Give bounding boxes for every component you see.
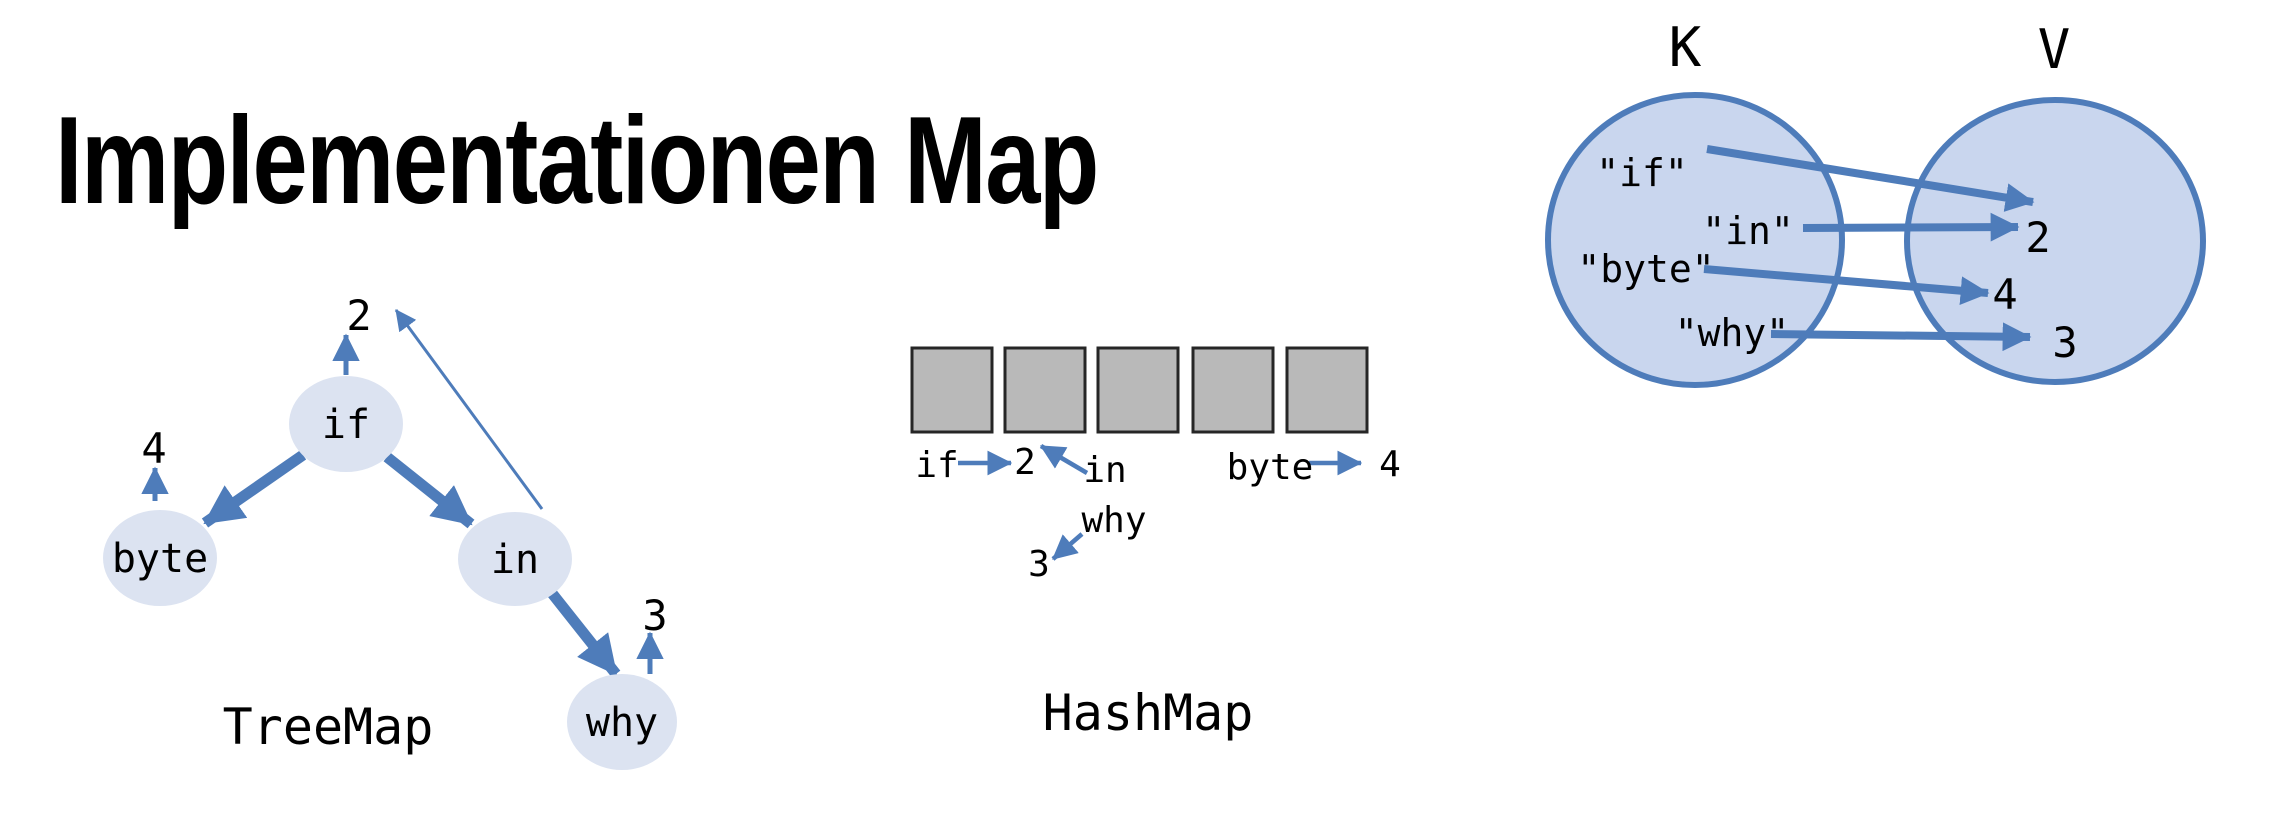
treemap-node-byte-label: byte: [112, 536, 208, 582]
kv-value-2: 2: [2025, 213, 2050, 262]
hashmap-key-in: in: [1083, 450, 1126, 491]
hashmap-caption: HashMap: [1043, 684, 1254, 742]
kv-arrow-if-to-2: [1706, 145, 2035, 212]
value-set-ellipse: [1904, 97, 2206, 385]
hashmap-key-byte: byte: [1227, 447, 1314, 488]
kv-diagram: K V "if" "in" "byte" "why" 2 4 3: [1545, 16, 2206, 388]
treemap-arrow-in-to-2: [394, 309, 544, 510]
key-set-ellipse: [1545, 92, 1845, 388]
kv-arrow-byte-to-4: [1703, 265, 1990, 306]
treemap-node-why-label: why: [586, 700, 658, 746]
hashmap-diagram: if 2 in byte 4 why 3 HashMap: [910, 346, 1401, 742]
kv-key-why: "why": [1675, 311, 1789, 355]
treemap-node-if: [289, 376, 403, 472]
kv-value-3: 3: [2052, 318, 2077, 367]
kv-key-byte: "byte": [1577, 247, 1714, 291]
hashmap-value-3: 3: [1028, 544, 1050, 585]
hashmap-bucket-4: [1285, 346, 1369, 434]
treemap-value-2: 2: [346, 291, 371, 340]
treemap-node-in-label: in: [491, 537, 539, 583]
kv-key-in: "in": [1702, 209, 1794, 253]
hashmap-value-2: 2: [1014, 442, 1036, 483]
treemap-value-3: 3: [642, 591, 667, 640]
treemap-edge-if-to-in: [383, 452, 475, 529]
treemap-node-in: [458, 512, 572, 606]
hashmap-bucket-3: [1191, 346, 1275, 434]
hashmap-bucket-1: [1003, 346, 1087, 434]
hashmap-key-why: why: [1081, 500, 1146, 541]
treemap-node-why: [567, 674, 677, 770]
kv-arrow-in-to-2: [1802, 212, 2020, 242]
kv-key-if: "if": [1596, 151, 1688, 195]
kv-value-4: 4: [1992, 270, 2017, 319]
treemap-edge-if-to-byte: [201, 450, 307, 528]
hashmap-bucket-2: [1096, 346, 1180, 434]
treemap-value-4: 4: [141, 424, 166, 473]
kv-arrow-why-to-3: [1770, 322, 2032, 352]
hashmap-bucket-0: [910, 346, 994, 434]
treemap-caption: TreeMap: [223, 698, 434, 756]
value-set-label: V: [2038, 18, 2071, 81]
key-set-label: K: [1669, 16, 1702, 79]
hashmap-arrow-why-to-3: [1051, 532, 1084, 561]
treemap-edge-in-to-why: [546, 588, 621, 678]
hashmap-value-4: 4: [1379, 444, 1401, 485]
treemap-diagram: if byte in why 2 4 3 TreeMap: [103, 291, 677, 770]
hashmap-arrow-in-to-2: [1039, 444, 1089, 475]
treemap-node-if-label: if: [322, 402, 370, 448]
hashmap-key-if: if: [915, 445, 958, 486]
treemap-node-byte: [103, 510, 217, 606]
page-title: Implementationen Map: [55, 92, 1099, 230]
